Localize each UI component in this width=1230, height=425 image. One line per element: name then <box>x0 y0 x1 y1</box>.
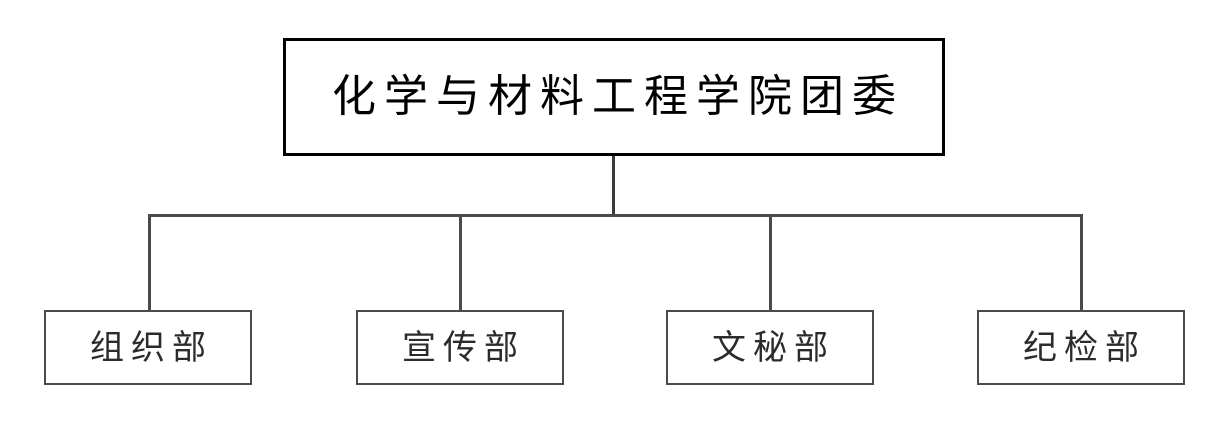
org-node-child-1[interactable]: 组织部 <box>44 310 252 385</box>
org-node-root[interactable]: 化学与材料工程学院团委 <box>283 38 945 156</box>
org-node-child-3[interactable]: 文秘部 <box>666 310 874 385</box>
connector-drop-1 <box>148 214 151 310</box>
org-node-child-2[interactable]: 宣传部 <box>356 310 564 385</box>
org-node-child-3-label: 文秘部 <box>712 327 835 368</box>
connector-horizontal-bus <box>148 214 1082 217</box>
connector-drop-3 <box>769 214 772 310</box>
connector-drop-2 <box>459 214 462 310</box>
connector-root-stem <box>612 156 615 216</box>
org-node-child-4-label: 纪检部 <box>1023 327 1146 368</box>
org-node-child-2-label: 宣传部 <box>402 327 525 368</box>
connector-drop-4 <box>1080 214 1083 310</box>
org-node-root-label: 化学与材料工程学院团委 <box>332 71 904 122</box>
org-node-child-4[interactable]: 纪检部 <box>977 310 1185 385</box>
org-node-child-1-label: 组织部 <box>90 327 213 368</box>
